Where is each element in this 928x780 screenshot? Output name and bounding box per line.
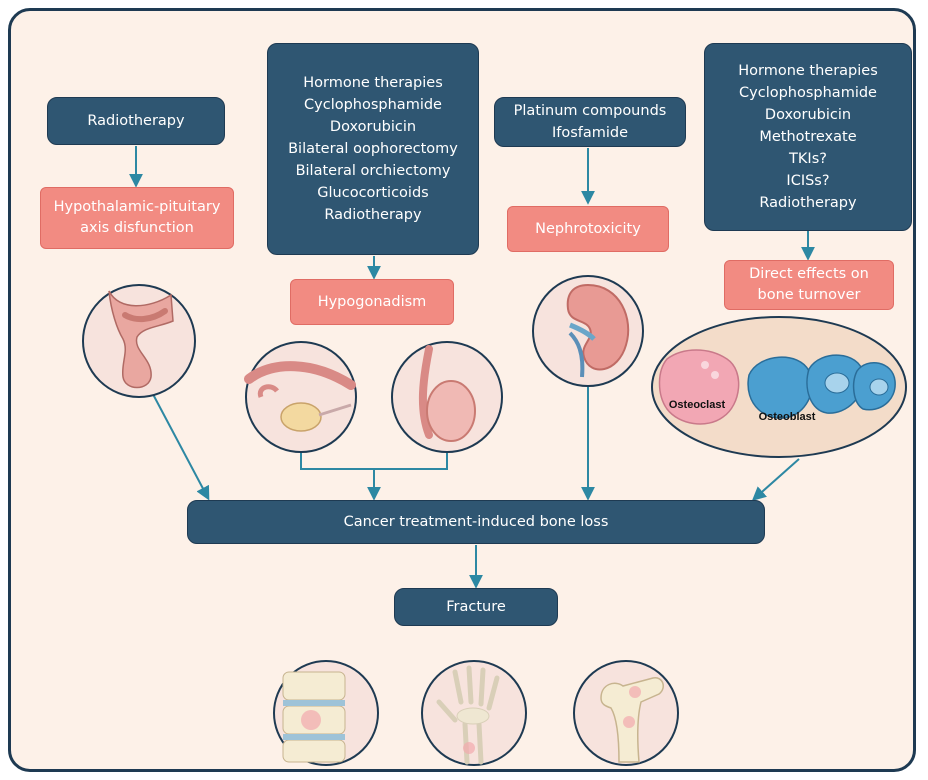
- text-line: Fracture: [446, 599, 506, 615]
- text-line: Radiotherapy: [87, 113, 185, 129]
- text-line: Cyclophosphamide: [739, 85, 877, 101]
- bone-loss-box: Cancer treatment-induced bone loss: [187, 500, 765, 544]
- pituitary-illustration: [82, 284, 196, 398]
- text-line: Platinum compounds: [513, 103, 667, 119]
- text-line: Radiotherapy: [759, 195, 857, 211]
- arrow-pituitary-boneloss: [145, 380, 210, 501]
- femur-fracture-illustration: [573, 660, 679, 766]
- arrow-cells-boneloss: [751, 458, 800, 501]
- text-line: Bilateral orchiectomy: [295, 163, 451, 179]
- text-line: Glucocorticoids: [317, 185, 429, 201]
- direct-effects-box: Direct effects on bone turnover: [724, 260, 894, 310]
- diagram-frame: Radiotherapy Hypothalamic-pituitary axis …: [8, 8, 916, 772]
- kidney-illustration: [532, 275, 644, 387]
- text-line: Radiotherapy: [324, 207, 422, 223]
- hpa-dysfunction-box: Hypothalamic-pituitary axis disfunction: [40, 187, 234, 249]
- radiotherapy-box: Radiotherapy: [47, 97, 225, 145]
- hand-fracture-illustration: [421, 660, 527, 766]
- spine-fracture-illustration: [273, 660, 379, 766]
- text-line: Hypothalamic-pituitary: [53, 199, 221, 215]
- text-line: TKIs?: [789, 151, 827, 167]
- testis-illustration: [391, 341, 503, 453]
- text-line: Cancer treatment-induced bone loss: [343, 514, 609, 530]
- text-line: Direct effects on: [749, 266, 869, 282]
- text-line: ICISs?: [786, 173, 830, 189]
- bone-cells-illustration: Osteoclast Osteoblast: [651, 316, 907, 458]
- text-line: Hormone therapies: [738, 63, 878, 79]
- text-line: axis disfunction: [80, 220, 194, 236]
- text-line: Bilateral oophorectomy: [288, 141, 458, 157]
- text-line: Doxorubicin: [329, 119, 417, 135]
- text-line: bone turnover: [757, 287, 861, 303]
- nephrotoxicity-box: Nephrotoxicity: [507, 206, 669, 252]
- connector-layer: [129, 146, 815, 589]
- ovary-illustration: [244, 341, 357, 453]
- osteoblast-label: Osteoblast: [759, 411, 816, 423]
- fracture-box: Fracture: [394, 588, 558, 626]
- text-line: Cyclophosphamide: [304, 97, 442, 113]
- text-line: Methotrexate: [759, 129, 857, 145]
- hypogonadism-box: Hypogonadism: [290, 279, 454, 325]
- text-line: Nephrotoxicity: [535, 220, 641, 237]
- text-line: Hypogonadism: [317, 293, 427, 310]
- text-line: Ifosfamide: [551, 125, 629, 141]
- text-line: Doxorubicin: [764, 107, 852, 123]
- text-line: Hormone therapies: [303, 75, 443, 91]
- osteoclast-label: Osteoclast: [669, 399, 726, 411]
